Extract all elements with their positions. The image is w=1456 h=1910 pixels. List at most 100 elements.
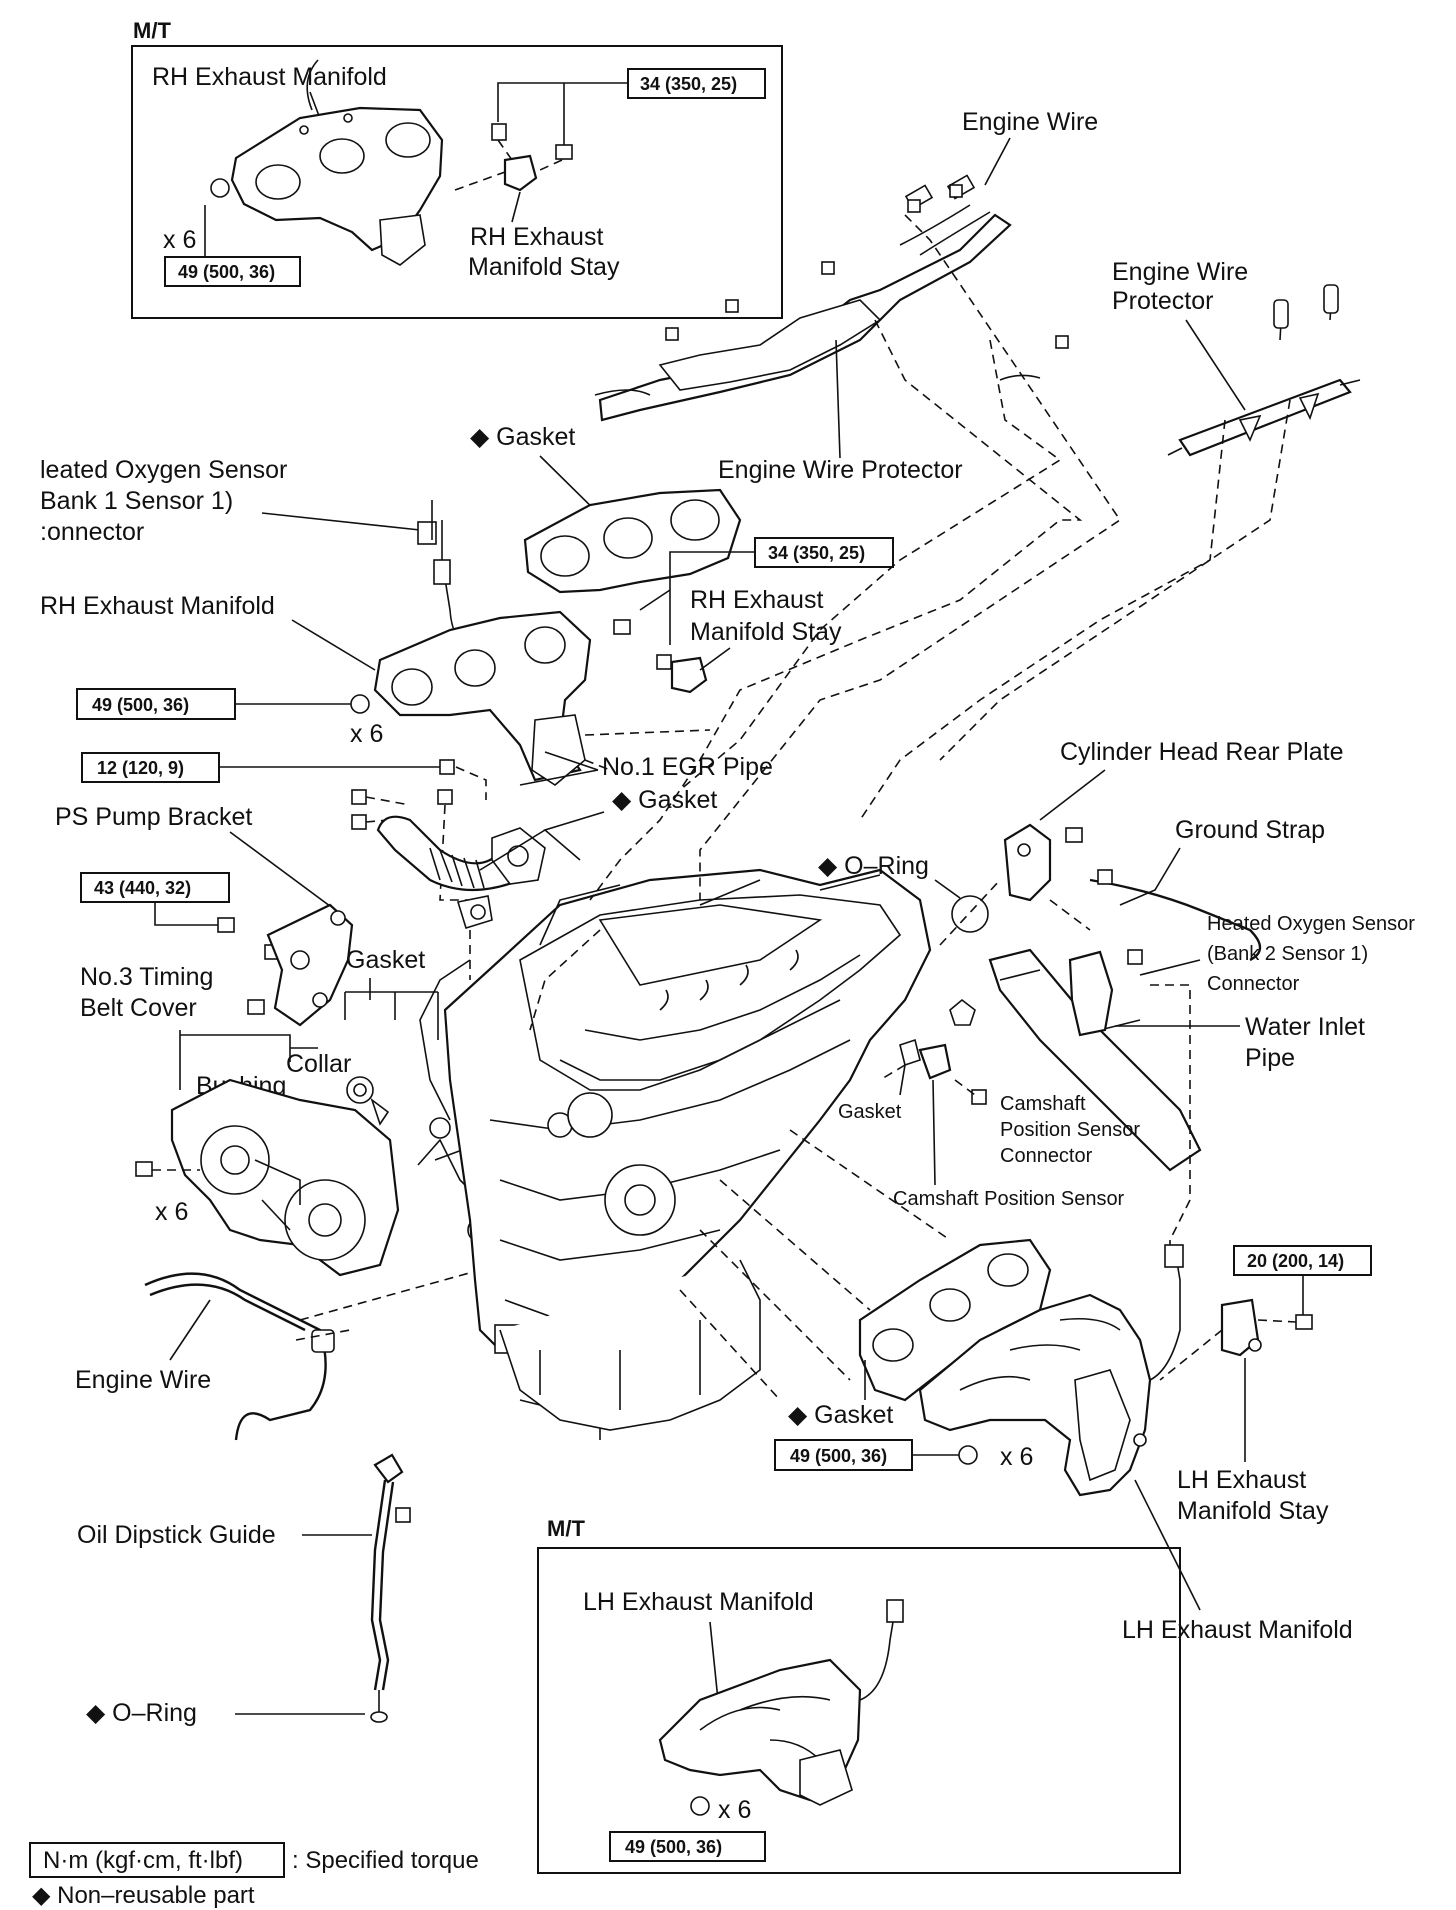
bolt-icon <box>135 1161 153 1177</box>
torque-box <box>76 688 236 720</box>
inset-rh-qty: x 6 <box>163 226 196 254</box>
camshaft-position-sensor-label: Camshaft Position Sensor <box>893 1188 1125 1210</box>
nut-icon <box>351 789 367 805</box>
bolt-icon <box>971 1089 987 1105</box>
gasket-top-label: ◆ Gasket <box>470 423 575 451</box>
torque-box <box>164 256 301 287</box>
oil-dipstick-group: Oil Dipstick Guide ◆ O–Ring <box>77 1453 411 1727</box>
bolt-icon <box>491 123 507 141</box>
bolt-icon <box>395 1507 411 1523</box>
engine-wire-protector-label: Engine Wire Protector <box>718 456 963 484</box>
inset-lh-qty: x 6 <box>718 1796 751 1824</box>
inset-mt-lh: M/T LH Exhaust Manifold x 6 49 (500, 36) <box>537 1516 1181 1874</box>
engine-wire-lower-part <box>144 1272 327 1441</box>
engine-wire-assembly: Engine Wire Engine Wire Protector Engine… <box>594 108 1361 484</box>
bolt-icon <box>1065 827 1083 843</box>
inset-lh-torque: 49 (500, 36) <box>625 1837 722 1857</box>
rh-exhaust-manifold-group: ◆ Gasket leated Oxygen Sensor Bank 1 Sen… <box>40 423 894 786</box>
heated-o2-bank1-label-1: leated Oxygen Sensor <box>40 456 287 484</box>
timing-cover-qty: x 6 <box>155 1198 188 1226</box>
egr-gasket-label: ◆ Gasket <box>612 786 717 814</box>
rh-stay-label-2: Manifold Stay <box>690 618 842 646</box>
lh-exhaust-manifold-label: LH Exhaust Manifold <box>1122 1616 1353 1644</box>
lh-exhaust-manifold-group: ◆ Gasket 49 (500, 36) x 6 LH Exhaust Man… <box>679 1129 1372 1644</box>
inset-lh-manifold-label: LH Exhaust Manifold <box>583 1588 814 1616</box>
rh-exhaust-manifold-mt-part <box>230 59 444 266</box>
nut-icon <box>656 654 672 670</box>
bolt-icon <box>1127 949 1143 965</box>
o2-sensor-connector-icon <box>417 521 437 545</box>
lh-stay-torque: 20 (200, 14) <box>1247 1251 1344 1271</box>
water-inlet-pipe-label-1: Water Inlet <box>1245 1013 1365 1041</box>
bolt-icon <box>247 999 265 1015</box>
nut-icon <box>690 1796 710 1816</box>
right-side-group: Cylinder Head Rear Plate Ground Strap ◆ … <box>818 738 1415 1250</box>
ps-pump-bracket-label: PS Pump Bracket <box>55 803 252 831</box>
o-ring-top-label: ◆ O–Ring <box>818 852 929 880</box>
bolt-icon <box>1295 1314 1313 1330</box>
camshaft-sensor-connector-part <box>949 998 976 1026</box>
water-inlet-pipe-label-2: Pipe <box>1245 1044 1295 1072</box>
camshaft-position-sensor-part <box>918 1043 952 1080</box>
egr-torque: 12 (120, 9) <box>97 758 184 778</box>
inset-mt-lh-heading: M/T <box>547 1516 585 1541</box>
legend-torque-desc: : Specified torque <box>292 1847 479 1874</box>
inset-rh-stay-torque: 34 (350, 25) <box>640 74 737 94</box>
o2-sensor-mt-icon <box>886 1599 904 1623</box>
torque-box <box>609 1831 766 1862</box>
o-ring-lower-label: ◆ O–Ring <box>86 1699 197 1727</box>
camshaft-gasket-label: Gasket <box>838 1101 902 1123</box>
inset-frame-rh <box>131 45 783 319</box>
egr-and-bracket-group: 12 (120, 9) ◆ Gasket PS Pump Bracket 43 … <box>55 752 717 1027</box>
lh-stay-label-1: LH Exhaust <box>1177 1466 1306 1494</box>
camshaft-connector-label-2: Position Sensor <box>1000 1119 1140 1141</box>
engine-wire-protector-right-label-2: Protector <box>1112 287 1213 315</box>
heated-o2-bank2-label-1: Heated Oxygen Sensor <box>1207 913 1415 935</box>
inset-mt-rh: M/T RH Exhaust Manifold x 6 49 (500, 36)… <box>131 18 783 319</box>
lh-manifold-qty: x 6 <box>1000 1443 1033 1471</box>
collar-label: Collar <box>286 1050 351 1078</box>
timing-cover-group: No.3 Timing Belt Cover Gasket Collar Bus… <box>75 946 493 1441</box>
bolt-icon <box>217 917 235 933</box>
inset-frame-lh <box>537 1547 1181 1874</box>
nut-icon <box>437 789 453 805</box>
no3-timing-label-1: No.3 Timing <box>80 963 213 991</box>
lh-stay-label-2: Manifold Stay <box>1177 1497 1329 1525</box>
nut-icon <box>351 814 367 830</box>
ground-strap-label: Ground Strap <box>1175 816 1325 844</box>
gasket-left-label: Gasket <box>346 946 425 974</box>
inset-mt-rh-heading: M/T <box>133 18 171 43</box>
o-ring-part <box>951 895 989 933</box>
engine-wire-top-label: Engine Wire <box>962 108 1098 136</box>
oil-dipstick-guide-label: Oil Dipstick Guide <box>77 1521 276 1549</box>
legend-torque-box <box>29 1842 285 1878</box>
egr-pipe-part <box>376 815 542 892</box>
camshaft-connector-label-3: Connector <box>1000 1145 1093 1167</box>
heated-o2-bank2-label-2: (Bank 2 Sensor 1) <box>1207 943 1368 965</box>
ground-strap-part <box>1089 878 1262 962</box>
gasket-lh-label: ◆ Gasket <box>788 1401 893 1429</box>
rh-stay-torque: 34 (350, 25) <box>768 543 865 563</box>
nut-icon <box>725 299 739 313</box>
engine-wire-protector-right-part <box>1178 378 1352 457</box>
nut-icon <box>665 327 679 341</box>
heated-o2-bank2-label-3: Connector <box>1207 973 1300 995</box>
rh-manifold-torque: 49 (500, 36) <box>92 695 189 715</box>
lh-manifold-torque: 49 (500, 36) <box>790 1446 887 1466</box>
bolt-icon <box>613 619 631 635</box>
inset-rh-stay-label-1: RH Exhaust <box>470 223 603 251</box>
o2-sensor-bank2-icon <box>1164 1244 1184 1268</box>
torque-box <box>754 537 894 568</box>
engine-wire-lower-label: Engine Wire <box>75 1366 211 1394</box>
o-ring-lower-part <box>370 1711 388 1723</box>
rh-manifold-stay-mt-part <box>503 154 538 192</box>
rh-stay-label-1: RH Exhaust <box>690 586 823 614</box>
nut-icon <box>821 261 835 275</box>
bolt-icon <box>1097 869 1113 885</box>
inset-rh-torque: 49 (500, 36) <box>178 262 275 282</box>
inset-rh-manifold-label: RH Exhaust Manifold <box>152 63 387 91</box>
nut-icon <box>350 694 370 714</box>
nut-icon <box>439 759 455 775</box>
